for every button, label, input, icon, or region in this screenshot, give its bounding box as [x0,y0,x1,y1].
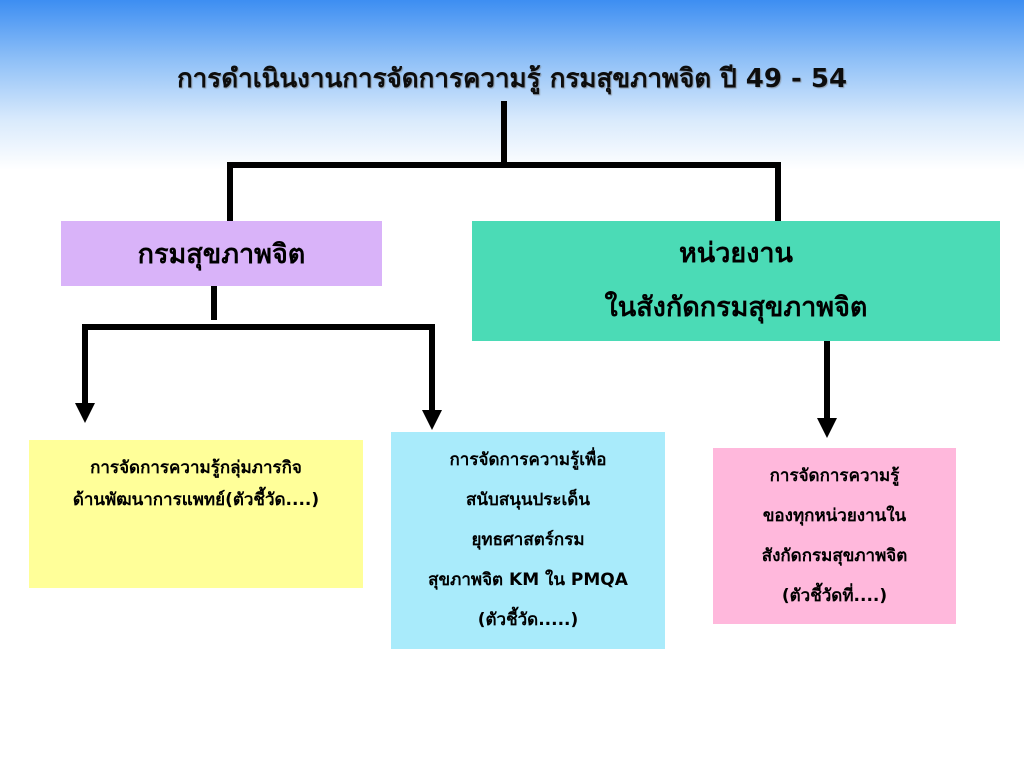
department-box: กรมสุขภาพจิต [61,221,382,286]
right-arrow-head [817,418,837,438]
left-arrow-head [75,403,95,423]
all-units-box-line: ของทุกหน่วยงานใน [762,506,907,526]
strategy-box-line: สุขภาพจิต KM ใน PMQA [428,570,628,590]
strategy-box-line: (ตัวชี้วัด.....) [477,610,579,630]
all-units-box-line: (ตัวชี้วัดที่....) [781,586,888,606]
department-box-line: กรมสุขภาพจิต [137,239,306,270]
all-units-box-line: สังกัดกรมสุขภาพจิต [761,546,908,566]
strategy-box-line: ยุทธศาสตร์กรม [471,530,585,550]
units-box-line: ในสังกัดกรมสุขภาพจิต [604,292,868,323]
mission-group-km-box: การจัดการความรู้กลุ่มภารกิจ ด้านพัฒนาการ… [29,440,363,588]
units-box-line: หน่วยงาน [678,238,794,269]
middle-arrow-head [422,410,442,430]
all-units-box-line: การจัดการความรู้ [769,466,900,486]
strategy-box-line: สนับสนุนประเด็น [466,490,590,510]
diagram-title: การดำเนินงานการจัดการความรู้ กรมสุขภาพจิ… [176,64,848,94]
all-units-km-box: การจัดการความรู้ ของทุกหน่วยงานใน สังกัด… [713,448,956,624]
units-box: หน่วยงาน ในสังกัดกรมสุขภาพจิต [472,221,1000,341]
strategy-box-line: การจัดการความรู้เพื่อ [449,450,607,470]
strategy-km-box: การจัดการความรู้เพื่อ สนับสนุนประเด็น ยุ… [391,432,665,649]
mission-box-line: ด้านพัฒนาการแพทย์(ตัวชี้วัด....) [72,490,320,510]
mission-box-line: การจัดการความรู้กลุ่มภารกิจ [90,458,302,478]
